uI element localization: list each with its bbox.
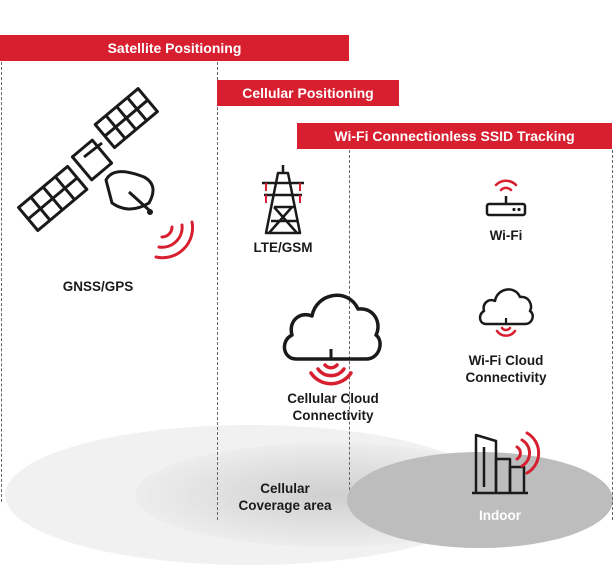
wifi-left-boundary bbox=[349, 150, 350, 490]
wifi-router-icon bbox=[485, 179, 527, 217]
cell-tower-icon bbox=[262, 165, 304, 235]
cellular-cloud-label-line1: Cellular Cloud bbox=[287, 391, 379, 406]
gnss-gps-label: GNSS/GPS bbox=[62, 279, 134, 294]
wifi-label: Wi-Fi bbox=[489, 228, 523, 243]
cellular-cloud-label-line2: Connectivity bbox=[292, 408, 374, 423]
satellite-icon bbox=[17, 87, 195, 260]
wifi-cloud-label-line1: Wi-Fi Cloud bbox=[468, 353, 544, 368]
building-icon bbox=[472, 431, 541, 495]
indoor-label: Indoor bbox=[479, 508, 521, 523]
lte-gsm-label: LTE/GSM bbox=[253, 240, 313, 255]
satellite-left-boundary bbox=[1, 62, 2, 502]
coverage-label-line2: Coverage area bbox=[238, 498, 332, 513]
wifi-tracking-banner: Wi-Fi Connectionless SSID Tracking bbox=[297, 123, 612, 149]
indoor-ellipse bbox=[347, 452, 613, 548]
wifi-cloud-label-line2: Connectivity bbox=[465, 370, 547, 385]
cloud-icon bbox=[282, 293, 382, 386]
cellular-positioning-banner: Cellular Positioning bbox=[217, 80, 399, 106]
coverage-label-line1: Cellular bbox=[260, 481, 310, 496]
cellular-left-boundary bbox=[217, 62, 218, 520]
wifi-right-boundary bbox=[612, 150, 613, 520]
wifi-cloud-icon bbox=[478, 288, 534, 337]
satellite-positioning-banner: Satellite Positioning bbox=[0, 35, 349, 61]
